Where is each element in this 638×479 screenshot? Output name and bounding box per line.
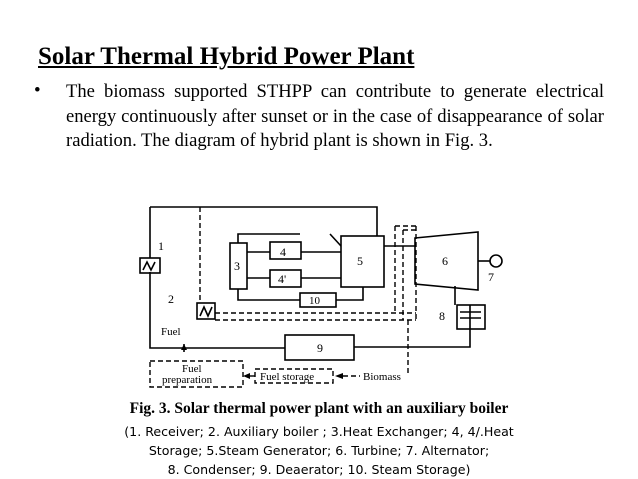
- figure-caption-line-2: Storage; 5.Steam Generator; 6. Turbine; …: [148, 443, 490, 458]
- fuel-preparation-box: [149, 360, 244, 388]
- turbine-shape: [414, 231, 479, 291]
- receiver-zigzag: [142, 260, 156, 272]
- figure-caption-title: Fig. 3. Solar thermal power plant with a…: [129, 400, 509, 417]
- label-4p: 4': [278, 272, 286, 286]
- aux-boiler-box: [196, 302, 216, 320]
- label-6: 6: [442, 254, 448, 268]
- receiver-loop-line: [150, 206, 378, 236]
- receiver-bottom-line: [149, 272, 285, 349]
- label-2: 2: [168, 292, 174, 306]
- bullet-item: • The biomass supported STHPP can contri…: [34, 80, 604, 154]
- slide-title: Solar Thermal Hybrid Power Plant: [38, 43, 415, 70]
- receiver-box: [139, 257, 161, 274]
- label-biomass: Biomass: [363, 371, 401, 383]
- figure-caption-line-3: 8. Condenser; 9. Deaerator; 10. Steam St…: [167, 462, 471, 477]
- label-10: 10: [309, 295, 321, 307]
- label-fuel-prep-1: Fuel: [182, 363, 202, 375]
- figure-caption-line-1: (1. Receiver; 2. Auxiliary boiler ; 3.He…: [124, 424, 514, 439]
- label-fuel: Fuel: [161, 326, 181, 338]
- label-5: 5: [357, 254, 363, 268]
- alternator-circle: [489, 254, 503, 268]
- condenser-box: [456, 304, 486, 330]
- heat-storage-4-box: [269, 241, 302, 260]
- label-7: 7: [488, 270, 494, 284]
- label-3: 3: [234, 259, 240, 273]
- aux-boiler-zigzag: [199, 305, 213, 318]
- bullet-text: The biomass supported STHPP can contribu…: [66, 81, 604, 151]
- label-8: 8: [439, 309, 445, 323]
- label-4: 4: [280, 245, 286, 259]
- label-9: 9: [317, 341, 323, 355]
- label-1: 1: [158, 239, 164, 253]
- label-fuel-storage: Fuel storage: [260, 371, 314, 383]
- hybrid-plant-diagram: 1 2 3 4 4' 5 6 7 8 9 10 Fuel Fuel prepar…: [139, 206, 503, 388]
- label-fuel-prep-2: preparation: [162, 374, 213, 386]
- bullet-dot: •: [34, 80, 41, 101]
